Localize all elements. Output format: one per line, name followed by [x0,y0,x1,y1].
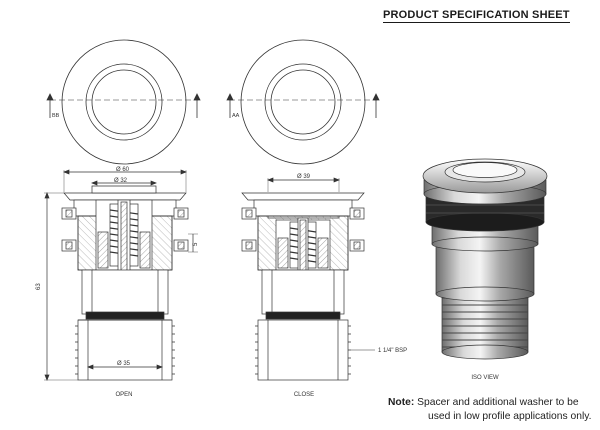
section-view-open [44,169,198,381]
iso-view [422,158,548,360]
dim-thread: 1 1/4" BSP [378,348,407,354]
note-line-1: Spacer and additional washer to be [414,397,579,408]
dim-height: 63 [36,283,42,290]
note-line-2: used in low profile applications only. [428,411,592,422]
dim-outlet-diameter: Ø 35 [117,361,131,367]
section-label-bb: BB [52,113,60,119]
section-view-close [241,177,375,381]
top-view-right [226,39,380,165]
dim-outer-diameter: Ø 60 [116,167,130,173]
page-title: PRODUCT SPECIFICATION SHEET [383,9,570,23]
close-view-label: CLOSE [294,392,314,398]
dim-inner-diameter: Ø 32 [114,178,128,184]
iso-view-label: ISO VIEW [471,375,499,381]
dim-close-diameter: Ø 39 [297,174,311,180]
note-label: Note: [388,397,415,408]
open-view-label: OPEN [115,392,132,398]
top-view-left [46,39,201,165]
section-label-aa: AA [232,113,240,119]
dim-travel: 5 [193,242,199,246]
note-text: Note: Spacer and additional washer to be… [388,396,593,424]
